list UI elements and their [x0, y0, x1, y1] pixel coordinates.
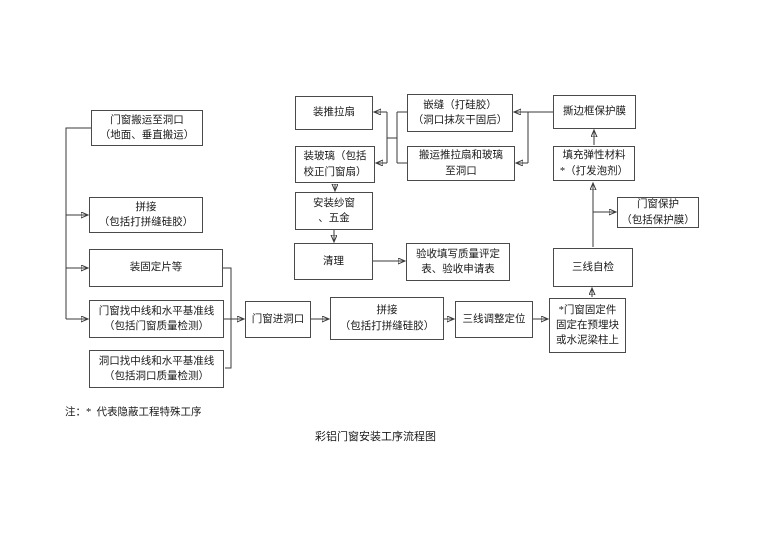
flow-box-install-glass: 装玻璃（包括 校正门窗扇）	[295, 146, 375, 183]
flow-box-enter-opening: 门窗进洞口	[245, 301, 311, 338]
diagram-title: 彩铝门窗安装工序流程图	[315, 431, 436, 443]
flow-box-cleanup: 清理	[294, 243, 373, 280]
flow-box-splice-main: 拼接 （包括打拼缝硅胶）	[330, 297, 444, 340]
flow-box-opening-centerline: 洞口找中线和水平基准线 （包括洞口质量检测）	[89, 350, 224, 388]
flow-box-splice-prep: 拼接 （包括打拼缝硅胶）	[89, 197, 203, 233]
note-text: 注：* 代表隐蔽工程特殊工序	[65, 407, 202, 418]
edge-trunk-left	[65, 127, 91, 319]
flow-box-tear-protective-film: 撕边框保护膜	[553, 95, 636, 129]
edge-merge-rail	[223, 267, 232, 369]
flow-box-caulking: 嵌缝（打硅胶） （洞口抹灰干固后）	[407, 94, 513, 132]
flow-box-install-sliding-sash: 装推拉扇	[295, 96, 373, 130]
flow-box-carry-sash-glass: 搬运推拉扇和玻璃 至洞口	[407, 146, 515, 181]
flow-box-dw-protection: 门窗保护 （包括保护膜）	[617, 197, 699, 228]
flow-box-move-to-opening: 门窗搬运至洞口 （地面、垂直搬运）	[91, 110, 203, 146]
flow-box-install-fixing-pieces: 装固定片等	[89, 249, 223, 287]
flow-box-acceptance: 验收填写质量评定 表、验收申请表	[406, 243, 510, 281]
flow-box-fastener-fix: *门窗固定件 固定在预埋块 或水泥梁柱上	[549, 298, 626, 353]
flow-box-three-line-self-check: 三线自检	[553, 248, 633, 287]
flow-box-install-screen-hardware: 安装纱窗 、五金	[295, 192, 373, 230]
flow-box-dw-centerline: 门窗找中线和水平基准线 （包括门窗质量检测）	[89, 300, 224, 338]
flow-box-three-line-adjust: 三线调整定位	[455, 301, 533, 338]
flow-box-elastic-fill: 填充弹性材料 *（打发泡剂）	[553, 146, 635, 181]
